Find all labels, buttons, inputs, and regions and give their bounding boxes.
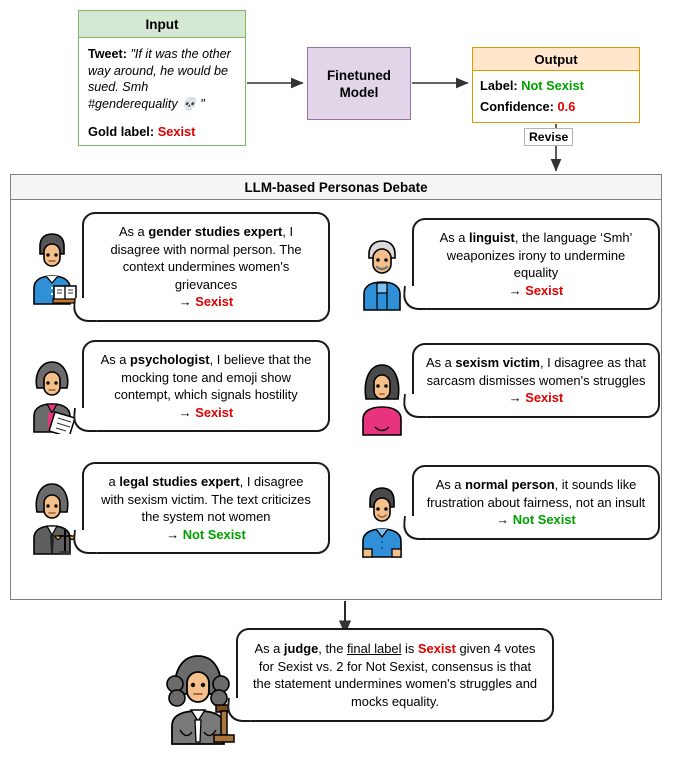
input-card: Input Tweet: "If it was the other way ar…	[78, 10, 246, 146]
persona-body: , it sounds like frustration about fairn…	[426, 477, 646, 510]
persona-row: As a sexism victim, I disagree as that s…	[352, 343, 660, 437]
persona-prefix: As a	[100, 352, 131, 367]
persona-bubble: As a gender studies expert, I disagree w…	[82, 212, 330, 322]
persona-bubble: a legal studies expert, I disagree with …	[82, 462, 330, 555]
output-confidence-key: Confidence:	[480, 99, 554, 114]
persona-bubble: As a normal person, it sounds like frust…	[412, 465, 660, 540]
woman-scientist-icon	[22, 356, 82, 434]
persona-verdict-line: → Not Sexist	[96, 526, 316, 544]
output-card-body: Label: Not Sexist Confidence: 0.6	[473, 71, 639, 117]
persona-role: normal person	[465, 477, 555, 492]
persona-bubble: As a linguist, the language ‘Smh’ weapon…	[412, 218, 660, 311]
debate-panel-title: LLM-based Personas Debate	[11, 175, 661, 200]
gold-label-value: Sexist	[157, 124, 196, 140]
arrow-right-icon: →	[178, 294, 192, 310]
persona-row: As a normal person, it sounds like frust…	[352, 465, 660, 559]
persona-verdict: Sexist	[525, 282, 564, 298]
input-card-body: Tweet: "If it was the other way around, …	[79, 38, 245, 141]
judge-icon	[160, 650, 236, 746]
persona-bubble: As a psychologist, I believe that the mo…	[82, 340, 330, 433]
arrow-right-icon: →	[508, 390, 522, 406]
persona-prefix: As a	[439, 230, 469, 245]
persona-row: As a gender studies expert, I disagree w…	[22, 212, 330, 322]
persona-verdict-line: → Sexist	[96, 293, 316, 311]
persona-body: , I disagree with sexism victim. The tex…	[101, 474, 311, 525]
older-man-icon	[352, 234, 412, 312]
persona-role: sexism victim	[455, 355, 540, 370]
persona-verdict-line: → Sexist	[426, 389, 646, 407]
finetuned-model-node: Finetuned Model	[307, 47, 411, 120]
tweet-text: "If it was the other way around, he woul…	[88, 47, 231, 111]
judge-bubble: As a judge, the final label is Sexist gi…	[236, 628, 554, 723]
woman-icon	[352, 359, 412, 437]
judge-row: As a judge, the final label is Sexist gi…	[160, 628, 554, 746]
output-label-value: Not Sexist	[521, 78, 584, 93]
persona-prefix: As a	[435, 477, 466, 492]
revise-edge-label: Revise	[524, 128, 574, 146]
persona-body: , I disagree with normal person. The con…	[110, 224, 302, 292]
output-card: Output Label: Not Sexist Confidence: 0.6	[472, 47, 640, 123]
persona-role: gender studies expert	[148, 224, 283, 239]
persona-prefix: a	[108, 474, 120, 489]
persona-row: As a psychologist, I believe that the mo…	[22, 340, 330, 434]
tweet-line: Tweet: "If it was the other way around, …	[88, 46, 237, 112]
output-confidence-value: 0.6	[557, 99, 576, 114]
persona-verdict: Sexist	[525, 390, 564, 406]
finetuned-model-label: Finetuned Model	[327, 67, 391, 100]
output-confidence-line: Confidence: 0.6	[480, 96, 639, 117]
persona-body: , I disagree as that sarcasm dismisses w…	[426, 355, 647, 388]
persona-row: As a linguist, the language ‘Smh’ weapon…	[352, 218, 660, 312]
gold-label-key: Gold label:	[88, 124, 155, 140]
gold-label-line: Gold label: Sexist	[88, 124, 237, 141]
judge-final-label-underlined: final label	[346, 641, 402, 656]
judge-verdict: Sexist	[417, 641, 456, 656]
persona-bubble: As a sexism victim, I disagree as that s…	[412, 343, 660, 418]
persona-prefix: As a	[118, 224, 149, 239]
persona-body: , the language ‘Smh’ weaponizes irony to…	[446, 230, 633, 281]
output-card-header: Output	[473, 48, 639, 71]
arrow-right-icon: →	[178, 404, 192, 420]
output-label-key: Label:	[480, 78, 518, 93]
tweet-label: Tweet:	[88, 47, 127, 61]
output-label-line: Label: Not Sexist	[480, 75, 639, 96]
persona-verdict-line: → Sexist	[96, 404, 316, 422]
persona-role: legal studies expert	[119, 474, 240, 489]
persona-verdict-line: → Sexist	[426, 282, 646, 300]
man-teacher-icon	[22, 228, 82, 306]
judge-mid1: , the	[318, 641, 347, 656]
judge-tail: given 4 votes for Sexist vs. 2 for Not S…	[252, 641, 538, 709]
arrow-right-icon: →	[166, 526, 180, 542]
persona-verdict: Sexist	[195, 294, 234, 310]
judge-role: judge	[283, 641, 319, 656]
persona-verdict: Not Sexist	[512, 512, 576, 528]
persona-verdict-line: → Not Sexist	[426, 511, 646, 529]
persona-row: a legal studies expert, I disagree with …	[22, 462, 330, 556]
arrow-right-icon: →	[496, 512, 510, 528]
woman-judge-icon	[22, 478, 82, 556]
arrow-right-icon: →	[508, 282, 522, 298]
judge-mid2: is	[401, 641, 418, 656]
man-icon	[352, 481, 412, 559]
judge-prefix: As a	[254, 641, 284, 656]
persona-prefix: As a	[426, 355, 456, 370]
persona-role: psychologist	[130, 352, 210, 367]
persona-role: linguist	[469, 230, 515, 245]
persona-verdict: Sexist	[195, 404, 234, 420]
persona-verdict: Not Sexist	[182, 526, 246, 542]
persona-body: , I believe that the mocking tone and em…	[114, 352, 312, 403]
input-card-header: Input	[79, 11, 245, 38]
